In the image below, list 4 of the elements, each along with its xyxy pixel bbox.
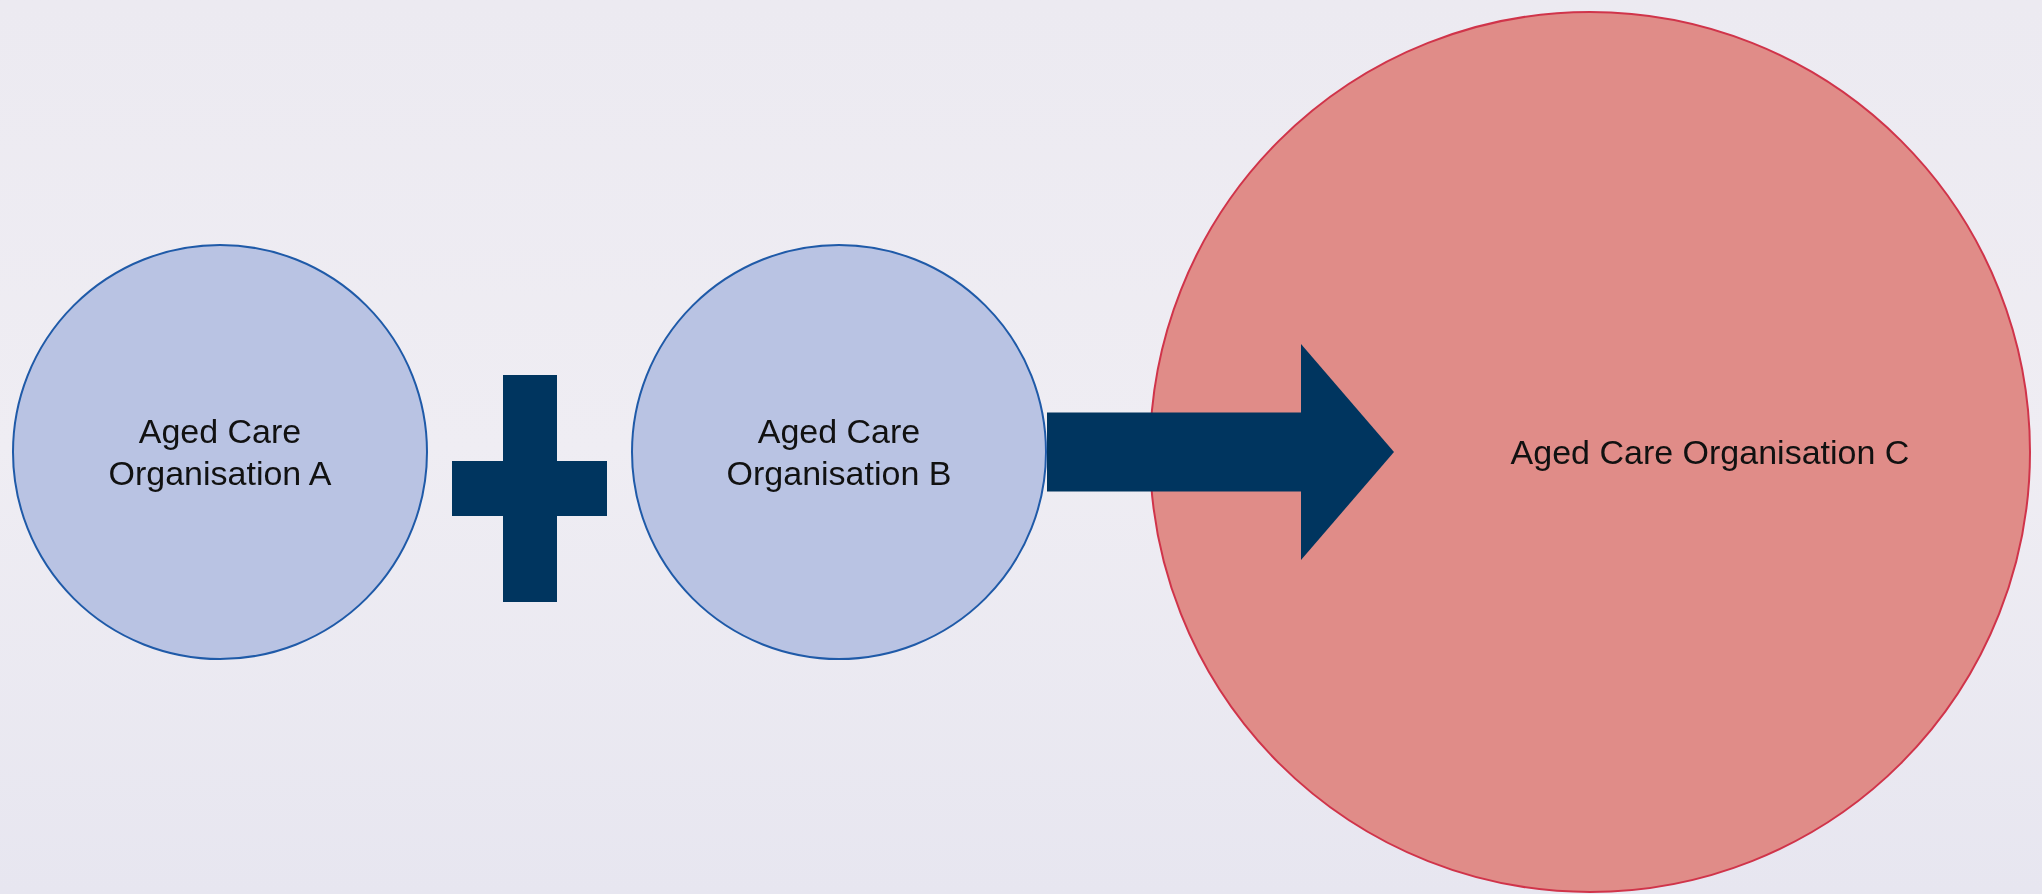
block-arrow — [1047, 344, 1394, 560]
organisation-name: Aged Care Organisation B — [725, 411, 953, 494]
organisation-name: Aged Care Organisation A — [107, 411, 333, 494]
organisation-name: Aged Care Organisation C — [1510, 432, 1910, 473]
